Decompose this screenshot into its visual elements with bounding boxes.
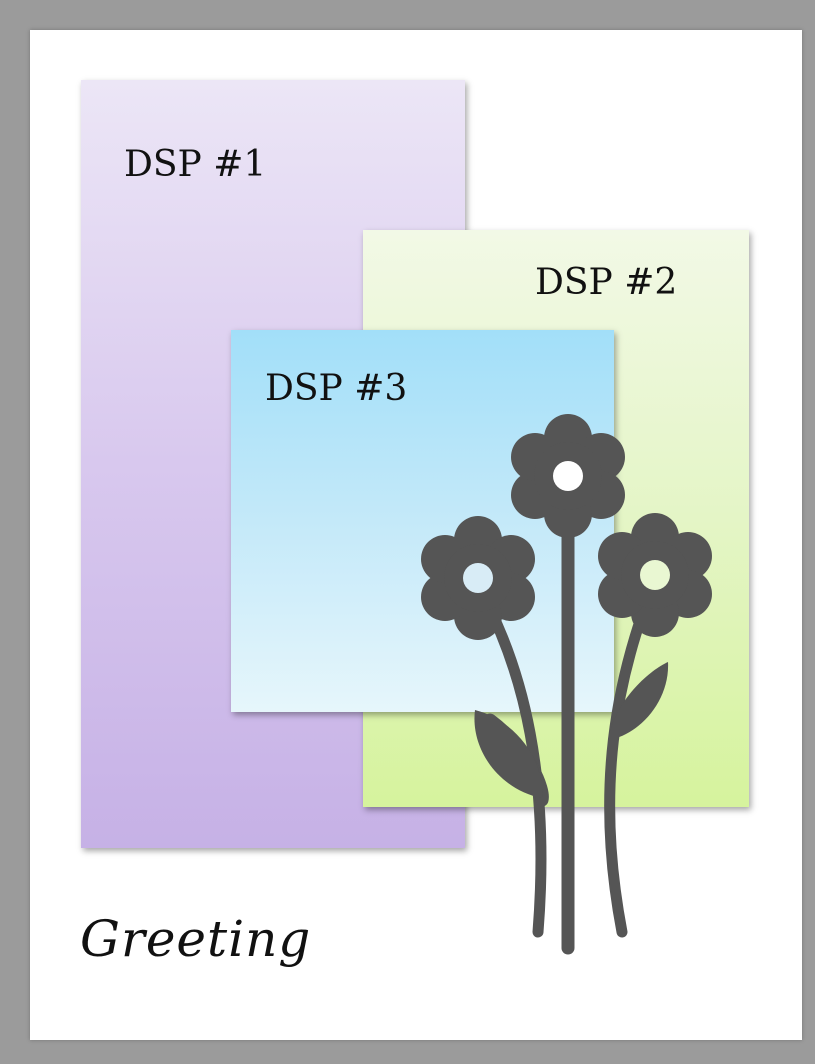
dsp-3-label: DSP #3 bbox=[265, 368, 408, 409]
dsp-1-label: DSP #1 bbox=[124, 144, 267, 185]
dsp-2-label: DSP #2 bbox=[535, 262, 678, 303]
card-base: DSP #1 DSP #2 DSP #3 bbox=[30, 30, 802, 1040]
dsp-panel-3: DSP #3 bbox=[231, 330, 614, 712]
greeting-text: Greeting bbox=[80, 910, 312, 968]
